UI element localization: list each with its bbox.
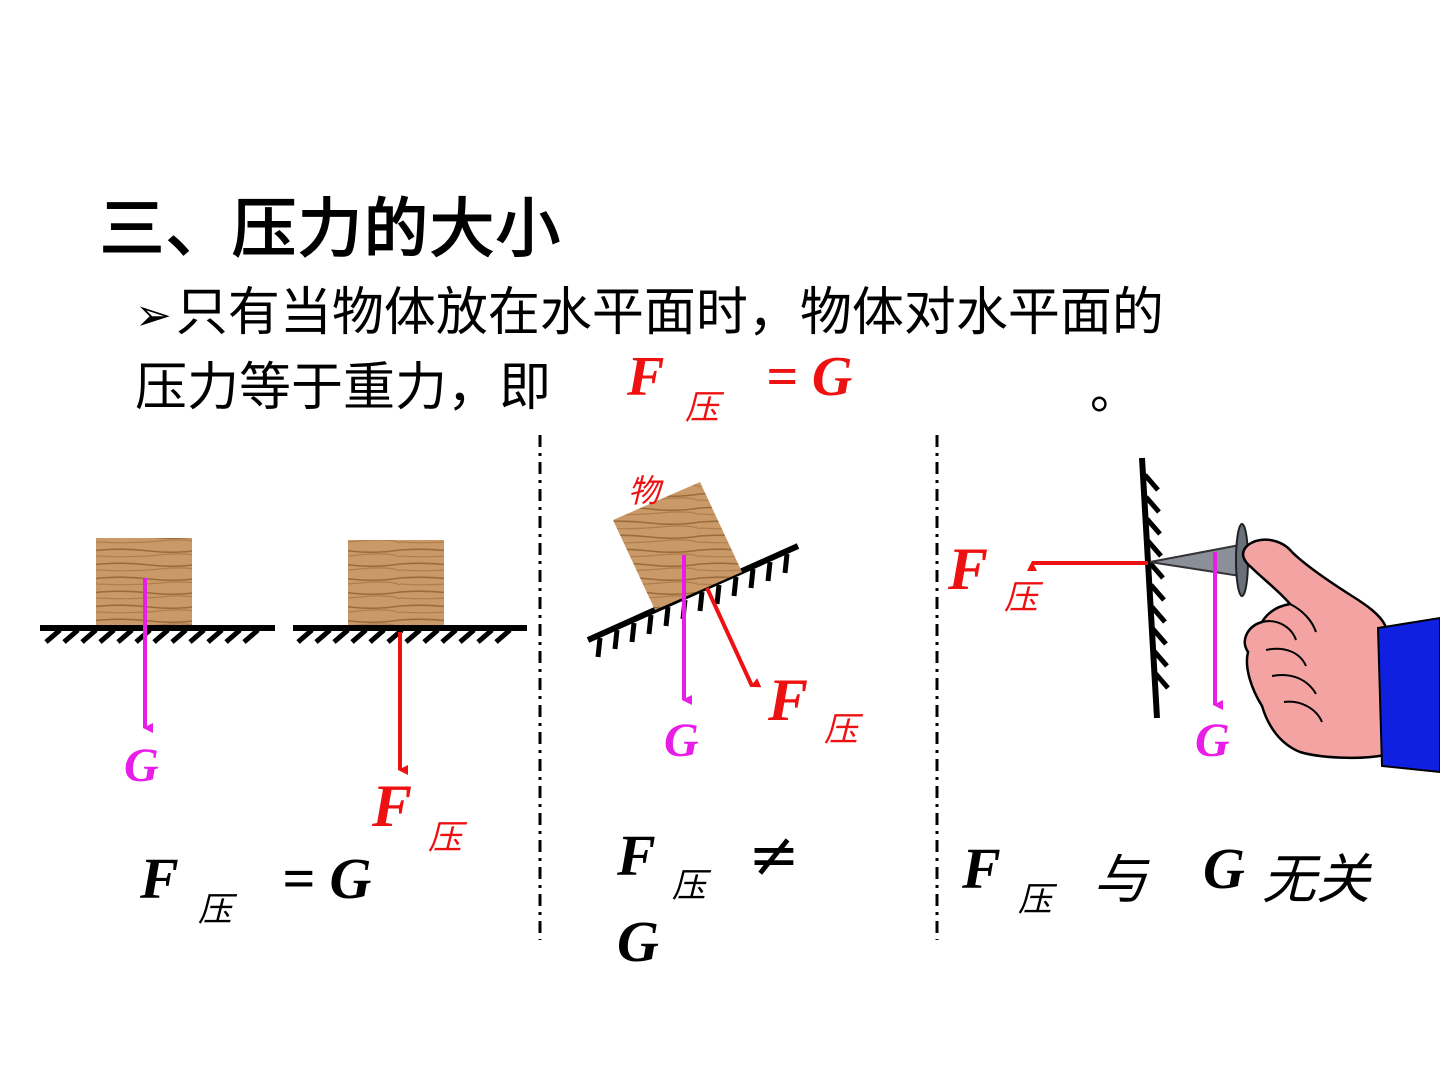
- panel1-conclusion-sub: 压: [198, 890, 232, 930]
- statement-line-1: ➢只有当物体放在水平面时，物体对水平面的: [135, 270, 1164, 345]
- hand-icon: [1241, 538, 1440, 774]
- sleeve: [1376, 616, 1440, 774]
- panel2-g-label: G: [664, 714, 699, 767]
- statement-line-2: 压力等于重力，即: [135, 345, 551, 420]
- panel2-conclusion-neq: ≠: [748, 818, 800, 891]
- panel1-conclusion-rest: = G: [282, 846, 372, 911]
- panel2-incline: [586, 482, 800, 705]
- panel2-object-label: 物: [628, 472, 661, 510]
- statement-formula-f: F: [627, 346, 665, 408]
- wall-icon: [1139, 457, 1170, 719]
- page-title: 三、压力的大小: [100, 193, 562, 267]
- wood-block-icon: [613, 482, 742, 610]
- panel2-conclusion-f: F: [617, 823, 656, 888]
- statement-formula-rest: = G: [766, 346, 853, 408]
- panel2-conclusion-g: G: [617, 909, 659, 974]
- panel3-conclusion-f: F: [962, 836, 1001, 901]
- hatched-surface-icon: [40, 625, 275, 644]
- panel3-f-label: F: [948, 536, 989, 602]
- statement-formula-sub: 压: [685, 388, 719, 428]
- bullet-arrow-icon: ➢: [135, 290, 172, 341]
- panel1-f-sub: 压: [428, 818, 462, 858]
- hatched-surface-icon: [293, 625, 527, 644]
- panel3-f-sub: 压: [1004, 578, 1038, 618]
- panel1-block-left: [40, 538, 275, 733]
- statement-text-1: 只有当物体放在水平面时，物体对水平面的: [175, 283, 1164, 343]
- panel3-g-label: G: [1195, 714, 1230, 767]
- panel2-conclusion-sub: 压: [672, 866, 706, 906]
- panel1-f-label: F: [372, 773, 413, 839]
- wood-block-icon: [348, 540, 444, 628]
- panel1-g-label: G: [124, 739, 159, 792]
- panel3-conclusion-g: G: [1203, 836, 1245, 901]
- panel3-conclusion-mid: 与: [1093, 848, 1147, 911]
- pressure-arrow: [705, 587, 762, 688]
- panel3-conclusion-end: 无关: [1262, 848, 1370, 911]
- statement-text-2: 压力等于重力，即: [135, 358, 552, 418]
- panel1-block-right: [293, 540, 527, 775]
- thumbtack-icon: [1149, 523, 1249, 597]
- panel3-wall: [1027, 457, 1440, 774]
- statement-period: 。: [1090, 364, 1139, 420]
- panel2-f-sub: 压: [824, 710, 858, 750]
- panel3-conclusion-sub: 压: [1018, 880, 1052, 920]
- panel1-conclusion-f: F: [140, 846, 179, 911]
- panel2-f-label: F: [768, 667, 809, 733]
